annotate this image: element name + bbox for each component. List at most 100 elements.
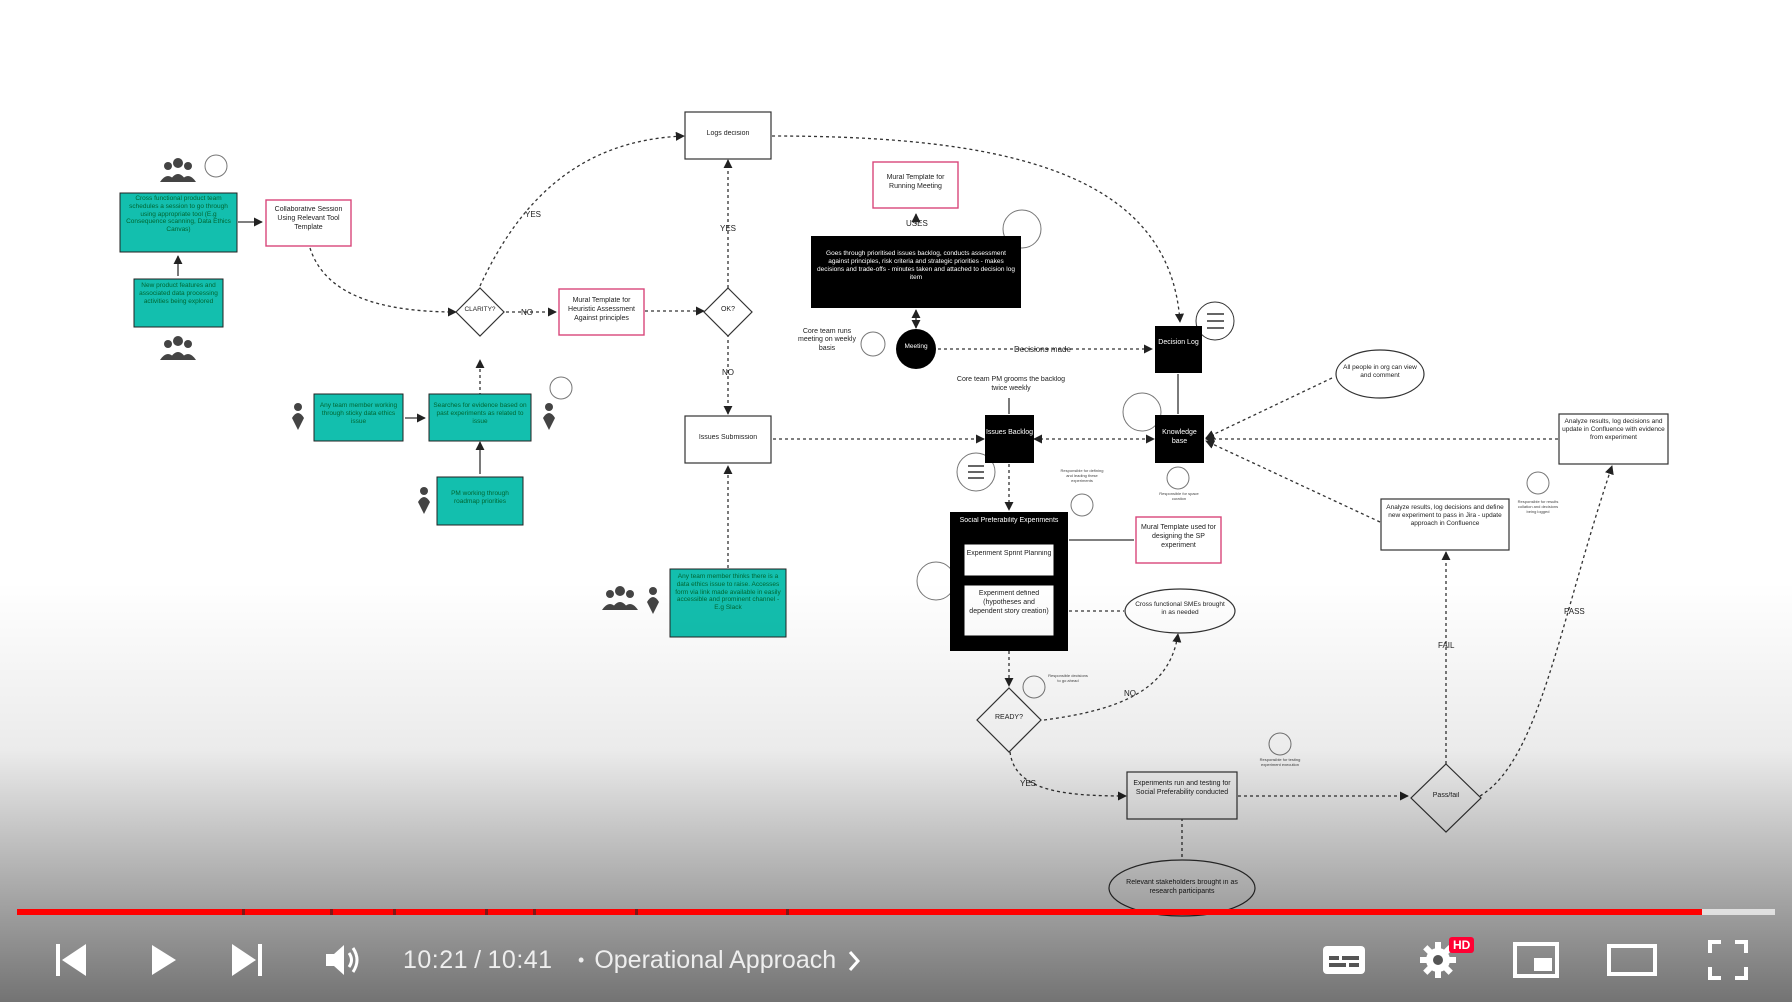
resp-results-text: Responsible for results collation and de… [1517, 500, 1559, 514]
chevron-right-icon [849, 950, 861, 971]
resp-defining-text: Responsible for defining and leading the… [1060, 469, 1104, 483]
collab-session-text: Collaborative Session Using Relevant Too… [274, 206, 343, 231]
new-features-text: New product features and associated data… [139, 282, 218, 305]
mural-heuristic-box [558, 288, 645, 336]
core-team-pm-text: Core team PM grooms the backlog twice we… [956, 376, 1066, 392]
relevant-stakeholders-text: Relevant stakeholders brought in as rese… [1126, 879, 1238, 895]
chapter-title: Operational Approach [594, 946, 837, 974]
issues-backlog-text: Issues Backlog [985, 429, 1034, 436]
issues-backlog-box [985, 415, 1034, 463]
team-circle-icon [1166, 466, 1190, 490]
person-icon [647, 587, 659, 614]
any-member-raise-text: Any team member thinks there is a data e… [675, 573, 781, 612]
all-people-text: All people in org can view and comment [1343, 364, 1417, 380]
searches-evidence-box [428, 393, 532, 442]
analyze-define-box [1380, 498, 1510, 551]
spe-sprint-box [963, 543, 1055, 577]
chapter-marker [533, 909, 536, 915]
new-features-box [133, 278, 224, 328]
fullscreen-icon [1708, 940, 1748, 980]
mural-sp-text: Mural Template used for designing the SP… [1141, 524, 1216, 549]
resp-testing-text: Responsible for testing experiment execu… [1259, 758, 1301, 767]
team-circle-icon [1022, 675, 1046, 699]
goes-through-box [811, 236, 1021, 308]
connector [1205, 440, 1381, 523]
all-people-ellipse [1335, 349, 1425, 399]
team-icon [602, 586, 638, 610]
connector [771, 135, 1184, 323]
mural-sp-box [1135, 516, 1222, 564]
label-uses: USES [906, 219, 928, 228]
core-team-runs-text: Core team runs meeting on weekly basis [798, 328, 856, 352]
label-decisions-made: Decisions made [1014, 345, 1071, 354]
pm-roadmap-text: PM working through roadmap priorities [451, 490, 509, 505]
collab-session-box [265, 199, 352, 247]
chapter-marker [242, 909, 245, 915]
resp-decisions-text: Responsible decisions to go ahead [1048, 674, 1088, 683]
subtitles-button[interactable] [1316, 932, 1372, 988]
meeting-text: Meeting [904, 343, 928, 350]
team-circle-icon [1526, 471, 1550, 495]
previous-icon [56, 944, 86, 976]
theater-icon [1607, 944, 1657, 976]
cross-smes-text: Cross functional SMEs brought in as need… [1135, 601, 1225, 617]
next-button[interactable] [222, 932, 274, 988]
ready-text: READY? [994, 714, 1023, 721]
team-circle-icon [1268, 732, 1292, 756]
mural-heuristic-text: Mural Template for Heuristic Assessment … [568, 297, 635, 322]
meeting-node [896, 329, 936, 369]
label-fail: FAIL [1438, 641, 1455, 650]
chapter-button[interactable]: • Operational Approach [578, 946, 862, 975]
chapter-dot: • [578, 950, 585, 970]
pass-fail-text: Pass/fail [1432, 792, 1460, 799]
label-pass: PASS [1564, 607, 1585, 616]
connector [479, 131, 685, 287]
team-circle-icon [860, 331, 886, 357]
progress-bar[interactable] [17, 909, 1775, 915]
chapter-marker [635, 909, 638, 915]
label-yes: YES [720, 224, 736, 233]
miniplayer-button[interactable] [1508, 932, 1564, 988]
person-icon [418, 487, 430, 514]
next-icon [232, 944, 262, 976]
analyze-update-box [1558, 413, 1669, 465]
logs-decision-text: Logs decision [706, 130, 750, 137]
connector [1479, 465, 1614, 797]
spe-title-text: Social Preferability Experiments [959, 517, 1059, 524]
team-circle-icon [1070, 493, 1094, 517]
searches-evidence-text: Searches for evidence based on past expe… [433, 402, 527, 425]
logs-decision-box [684, 111, 772, 160]
mural-meeting-text: Mural Template for Running Meeting [886, 174, 945, 190]
chapter-marker [330, 909, 333, 915]
fullscreen-button[interactable] [1700, 932, 1756, 988]
chapter-marker [393, 909, 396, 915]
clarity-diamond [455, 287, 505, 337]
connector [309, 247, 457, 317]
connector [1205, 377, 1333, 439]
label-yes: YES [1020, 779, 1036, 788]
duration: 10:41 [487, 946, 553, 974]
hd-badge: HD [1449, 937, 1475, 953]
team-icon [160, 336, 196, 360]
play-icon [152, 945, 176, 975]
experiments-run-text: Experiments run and testing for Social P… [1133, 780, 1231, 796]
cross-functional-text: Cross functional product team schedules … [126, 195, 231, 234]
decision-log-text: Decision Log [1158, 339, 1199, 346]
volume-button[interactable] [316, 932, 372, 988]
play-button[interactable] [136, 932, 188, 988]
current-time: 10:21 [403, 946, 469, 974]
previous-button[interactable] [44, 932, 96, 988]
spe-defined-text: Experiment defined (hypotheses and depen… [969, 590, 1049, 615]
issues-submission-text: Issues Submission [698, 434, 758, 441]
analyze-define-text: Analyze results, log decisions and defin… [1386, 504, 1504, 528]
goes-through-text: Goes through prioritised issues backlog,… [817, 250, 1015, 282]
theater-button[interactable] [1604, 932, 1660, 988]
analyze-update-text: Analyze results, log decisions and updat… [1562, 418, 1665, 442]
issues-submission-box [684, 415, 772, 464]
person-icon [543, 403, 555, 430]
player-controls: 10:21/10:41 • Operational Approach HD [0, 920, 1792, 1002]
volume-icon [326, 945, 359, 975]
resp-knowledge-text: Responsible for space curation [1159, 492, 1199, 501]
